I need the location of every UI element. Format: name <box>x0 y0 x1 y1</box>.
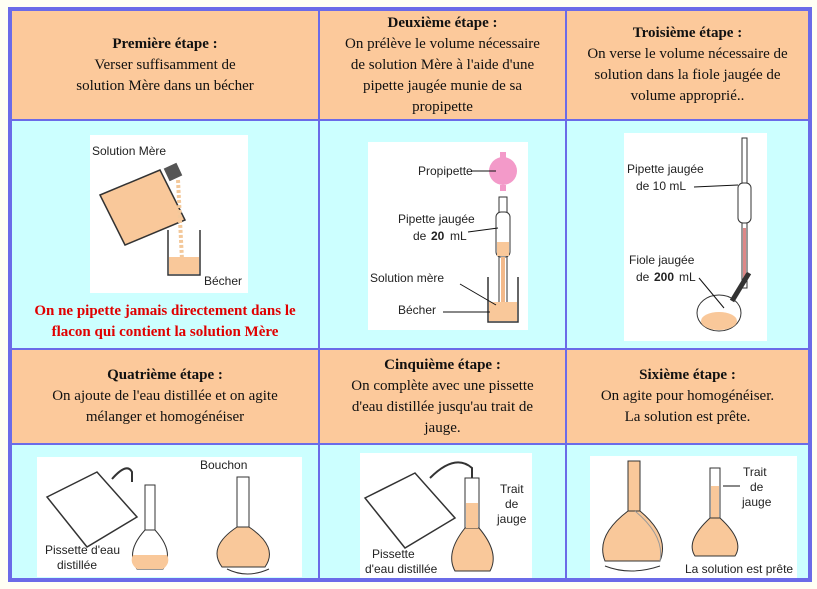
step-3-illustration: Pipette jaugée de 10 mL Fiole jaugée de … <box>565 119 810 350</box>
step-text: On agite pour homogénéiser. <box>600 388 775 404</box>
step-2-illustration: Propipette Pipette jaugée de 20 mL Solut… <box>318 119 567 350</box>
step-text: solution dans la fiole jaugée de <box>594 67 781 83</box>
step-title: Quatrième étape : <box>107 367 223 383</box>
label-becher: Bécher <box>204 274 242 288</box>
step-text: On verse le volume nécessaire de <box>587 46 788 62</box>
step-3-header: Troisième étape : On verse le volume néc… <box>565 9 810 121</box>
label-pipette: Pipette jaugée <box>627 162 704 176</box>
label-ready: La solution est prête <box>685 562 793 576</box>
step-5-header: Cinquième étape : On complète avec une p… <box>318 348 567 445</box>
warning-line: flacon qui contient la solution Mère <box>51 324 279 340</box>
step-text: On ajoute de l'eau distillée et on agite <box>52 388 278 404</box>
fill-to-mark-figure: Trait de jauge Pissette d'eau distillée <box>360 453 532 578</box>
step-2-header: Deuxième étape : On prélève le volume né… <box>318 9 567 121</box>
label-jauge: jauge <box>741 495 772 509</box>
label-de: de <box>636 270 650 284</box>
label-becher: Bécher <box>398 303 436 317</box>
step-text: La solution est prête. <box>624 409 751 425</box>
label-trait: Trait <box>500 482 524 496</box>
pipette-flask-icon: Pipette jaugée de 10 mL Fiole jaugée de … <box>627 137 752 332</box>
step-title: Première étape : <box>112 35 218 52</box>
step-title: Deuxième étape : <box>387 14 498 31</box>
bottle-beaker-icon: Solution Mère Bécher <box>92 144 242 288</box>
label-pipette-volume: de 10 mL <box>636 179 686 193</box>
preparation-steps-table: Première étape : Verser suffisamment de … <box>8 7 812 582</box>
flask-figure: Pipette jaugée de 10 mL Fiole jaugée de … <box>624 133 767 341</box>
label-propipette: Propipette <box>418 164 473 178</box>
warning-text: On ne pipette jamais directement dans le… <box>12 301 318 343</box>
step-4-header: Quatrième étape : On ajoute de l'eau dis… <box>10 348 320 445</box>
step-text: mélanger et homogénéiser <box>85 409 245 425</box>
wash-bottle-flask-icon: Pissette d'eau distillée Bouchon <box>45 458 270 575</box>
step-text: pipette jaugée munie de sa <box>362 77 523 94</box>
wash-bottle-flask-icon: Trait de jauge Pissette d'eau distillée <box>363 461 527 576</box>
step-6-header: Sixième étape : On agite pour homogénéis… <box>565 348 810 445</box>
step-5-illustration: Trait de jauge Pissette d'eau distillée <box>318 443 567 580</box>
label-pissette-2: distillée <box>57 558 97 572</box>
label-pissette-2: d'eau distillée <box>365 562 438 576</box>
step-text: propipette <box>412 98 473 115</box>
label-solution: Solution Mère <box>92 144 166 158</box>
label-fiole: Fiole jaugée <box>629 253 695 267</box>
label-volume: 20 <box>431 229 445 243</box>
step-1-illustration: Solution Mère Bécher On ne pipette jamai… <box>10 119 320 350</box>
step-4-illustration: Pissette d'eau distillée Bouchon <box>10 443 320 580</box>
label-bouchon: Bouchon <box>200 458 247 472</box>
step-6-illustration: Trait de jauge La solution est prête <box>565 443 810 580</box>
label-pissette-1: Pissette <box>372 547 415 561</box>
label-volume: 200 <box>654 270 674 284</box>
wash-bottle-figure: Pissette d'eau distillée Bouchon <box>37 457 302 577</box>
step-title: Cinquième étape : <box>384 356 501 373</box>
warning-line: On ne pipette jamais directement dans le <box>34 303 296 319</box>
label-pipette: Pipette jaugée <box>398 212 475 226</box>
label-solution: Solution mère <box>370 271 444 285</box>
step-text: de solution Mère à l'aide d'une <box>350 56 535 73</box>
step-title: Sixième étape : <box>639 367 736 383</box>
step-text: jauge. <box>424 419 461 436</box>
flask-icon: Trait de jauge La solution est prête <box>602 460 793 576</box>
step-text: solution Mère dans un bécher <box>76 77 254 94</box>
step-1-header: Première étape : Verser suffisamment de … <box>10 9 320 121</box>
label-jauge: jauge <box>496 512 527 526</box>
label-unit: mL <box>450 229 467 243</box>
step-text: Verser suffisamment de <box>94 56 236 73</box>
step-text: d'eau distillée jusqu'au trait de <box>351 398 534 415</box>
step-text: On complète avec une pissette <box>351 377 534 394</box>
label-de: de <box>413 229 427 243</box>
pouring-figure: Solution Mère Bécher <box>90 135 248 293</box>
step-title: Troisième étape : <box>632 25 743 41</box>
label-de: de <box>750 480 764 494</box>
step-text: On prélève le volume nécessaire <box>345 35 540 52</box>
label-pissette-1: Pissette d'eau <box>45 543 120 557</box>
label-trait: Trait <box>743 465 767 479</box>
step-text: volume approprié.. <box>630 88 745 104</box>
label-de: de <box>505 497 519 511</box>
ready-solution-figure: Trait de jauge La solution est prête <box>590 456 797 578</box>
label-unit: mL <box>679 270 696 284</box>
pipette-beaker-icon: Propipette Pipette jaugée de 20 mL Solut… <box>370 152 519 323</box>
pipette-figure: Propipette Pipette jaugée de 20 mL Solut… <box>368 142 528 330</box>
